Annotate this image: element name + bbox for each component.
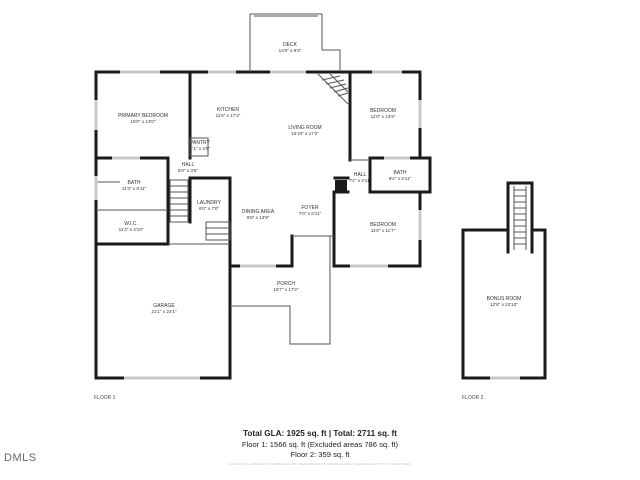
- room-dims-bath-right: 9'2" x 4'11": [389, 176, 412, 181]
- room-dims-hall-left: 6'0" x 3'5": [178, 168, 198, 173]
- room-dims-hall-right: 7'2" x 4'11": [349, 178, 372, 183]
- floor2-label: FLOOR 2: [462, 395, 484, 401]
- floor2-stairs: [513, 186, 527, 250]
- room-dims-bedroom-upper: 11'0" x 13'9": [371, 114, 396, 119]
- room-name-wic: W.I.C.: [124, 221, 138, 227]
- windows: [94, 70, 422, 380]
- room-name-dining-area: DINING AREA: [242, 209, 275, 215]
- room-dims-primary-bedroom: 15'0" x 13'0": [130, 119, 156, 124]
- room-name-pantry: PANTRY: [190, 140, 210, 146]
- floor1-thin-lines: [96, 13, 370, 345]
- room-name-living-room: LIVING ROOM: [288, 125, 321, 131]
- entry-closet: [335, 180, 347, 192]
- room-name-bath-left: BATH: [128, 180, 141, 186]
- room-dims-wic: 11'3" x 4'10": [119, 227, 144, 232]
- room-name-bedroom-upper: BEDROOM: [370, 108, 396, 114]
- room-name-bonus-room: BONUS ROOM: [487, 296, 522, 302]
- room-dims-porch: 16'7" x 17'2": [273, 287, 299, 292]
- room-name-foyer: FOYER: [301, 205, 319, 211]
- floor2-area-summary: Floor 2: 359 sq. ft: [290, 450, 350, 459]
- room-dims-bedroom-lower: 11'0" x 11'7": [371, 228, 396, 233]
- room-name-kitchen: KITCHEN: [217, 107, 239, 113]
- floor1-area-summary: Floor 1: 1566 sq. ft (Excluded areas 786…: [241, 440, 399, 449]
- room-dims-living-room: 13'10" x 17'2": [291, 131, 319, 136]
- disclaimer-text: FLOOR PLAN CREATED BY CUBICASA APP. MEAS…: [228, 462, 412, 466]
- room-name-garage: GARAGE: [153, 303, 175, 309]
- room-dims-deck: 14'0" x 9'3": [279, 48, 302, 53]
- room-dims-pantry: 1'1" x 2'5": [190, 146, 210, 151]
- room-dims-laundry: 6'0" x 7'0": [199, 206, 219, 211]
- room-name-laundry: LAUNDRY: [197, 200, 221, 206]
- room-dims-dining-area: 9'8" x 13'9": [247, 215, 270, 220]
- room-dims-bath-left: 11'3" x 8'11": [122, 186, 147, 191]
- floor-plan: DECK 14'0" x 9'3" PRIMARY BEDROOM 15'0" …: [94, 13, 547, 401]
- room-name-primary-bedroom: PRIMARY BEDROOM: [118, 113, 168, 119]
- room-labels: DECK 14'0" x 9'3" PRIMARY BEDROOM 15'0" …: [118, 42, 521, 314]
- room-dims-foyer: 7'0" x 6'11": [299, 211, 322, 216]
- total-gla-summary: Total GLA: 1925 sq. ft | Total: 2711 sq.…: [243, 429, 397, 438]
- room-name-hall-right: HALL: [354, 172, 367, 178]
- room-name-hall-left: HALL: [182, 162, 195, 168]
- room-name-bath-right: BATH: [394, 170, 407, 176]
- room-name-deck: DECK: [283, 42, 298, 48]
- room-dims-garage: 21'1" x 24'1": [151, 309, 177, 314]
- floor2-walls: [461, 181, 547, 380]
- room-name-porch: PORCH: [277, 281, 295, 287]
- floor1-label: FLOOR 1: [94, 395, 116, 401]
- brand-logo: DMLS: [4, 452, 37, 464]
- room-name-bedroom-lower: BEDROOM: [370, 222, 396, 228]
- room-dims-kitchen: 11'6" x 17'2": [216, 113, 241, 118]
- room-dims-bonus-room: 12'8" x 22'10": [490, 302, 518, 307]
